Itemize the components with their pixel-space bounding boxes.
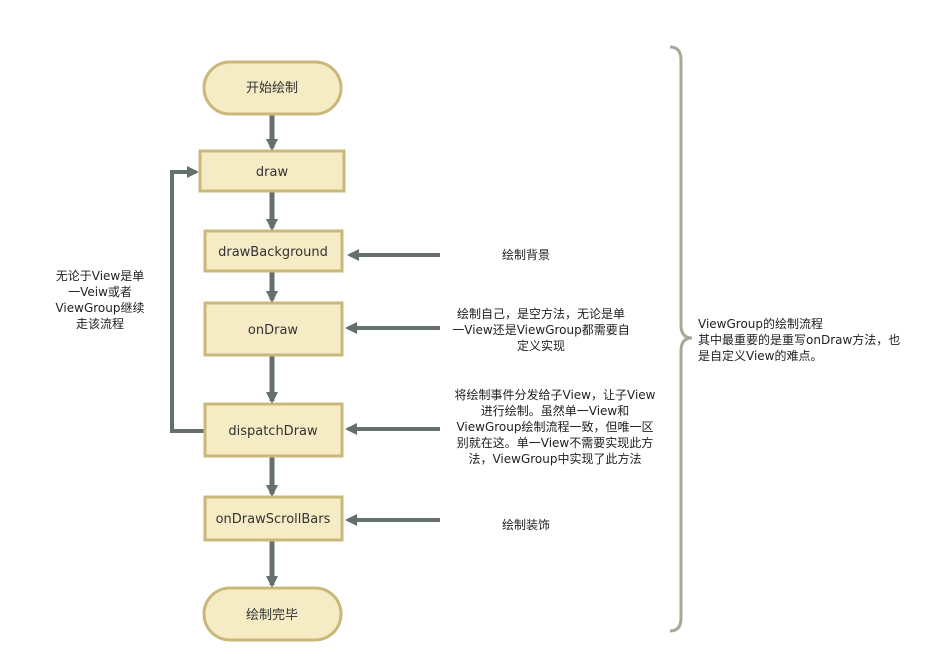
on-draw-note-line: 绘制自己，是空方法，无论是单: [456, 307, 625, 321]
start-node-label: 开始绘制: [246, 81, 298, 96]
loop-note-line: 一Veiw或者: [68, 285, 132, 299]
dispatch-note-line: 别就在这。单一View不需要实现此方: [456, 436, 654, 450]
on-draw-node-label: onDraw: [248, 323, 299, 338]
dispatch-note-line: 法，ViewGroup中实现了此方法: [468, 452, 642, 466]
dispatch-draw-node: dispatchDraw: [203, 402, 344, 458]
start-node: 开始绘制: [202, 60, 343, 116]
on-draw-scroll-bars-node-label: onDrawScrollBars: [216, 512, 331, 527]
draw-background-node: drawBackground: [203, 229, 344, 273]
dispatch-note: 将绘制事件分发给子View，让子View 进行绘制。虽然单一View和 View…: [440, 387, 670, 467]
loop-back-arrow: [170, 166, 205, 433]
summary-note: ViewGroup的绘制流程 其中最重要的是重写onDraw方法，也 是自定义V…: [698, 316, 934, 364]
summary-brace: [669, 45, 693, 633]
on-draw-node: onDraw: [203, 301, 344, 357]
end-node: 绘制完毕: [202, 586, 343, 642]
scrollbars-note-line: 绘制装饰: [501, 518, 550, 532]
end-node-label: 绘制完毕: [246, 608, 298, 623]
scrollbars-note: 绘制装饰: [446, 517, 606, 533]
draw-node: draw: [198, 149, 346, 193]
draw-node-label: draw: [256, 165, 289, 180]
dispatch-draw-node-label: dispatchDraw: [228, 424, 318, 439]
dispatch-note-line: 将绘制事件分发给子View，让子View: [454, 388, 656, 402]
dispatch-note-line: ViewGroup绘制流程一致，但唯一区: [456, 420, 654, 434]
dispatch-note-line: 进行绘制。虽然单一View和: [480, 404, 630, 418]
loop-note-line: 走该流程: [75, 317, 124, 331]
on-draw-note-line: 一View还是ViewGroup都需要自: [452, 323, 630, 337]
on-draw-note: 绘制自己，是空方法，无论是单 一View还是ViewGroup都需要自 定义实现: [446, 306, 636, 354]
loop-note: 无论于View是单 一Veiw或者 ViewGroup继续 走该流程: [40, 268, 160, 332]
draw-background-node-label: drawBackground: [218, 245, 328, 260]
on-draw-note-line: 定义实现: [516, 339, 565, 353]
background-note: 绘制背景: [446, 247, 606, 263]
on-draw-scroll-bars-node: onDrawScrollBars: [203, 495, 344, 542]
loop-note-line: 无论于View是单: [55, 269, 145, 283]
loop-note-line: ViewGroup继续: [55, 301, 145, 315]
summary-note-line: 是自定义View的难点。: [698, 349, 823, 363]
summary-note-line: ViewGroup的绘制流程: [698, 317, 824, 331]
background-note-line: 绘制背景: [501, 248, 550, 262]
summary-note-line: 其中最重要的是重写onDraw方法，也: [698, 333, 901, 347]
